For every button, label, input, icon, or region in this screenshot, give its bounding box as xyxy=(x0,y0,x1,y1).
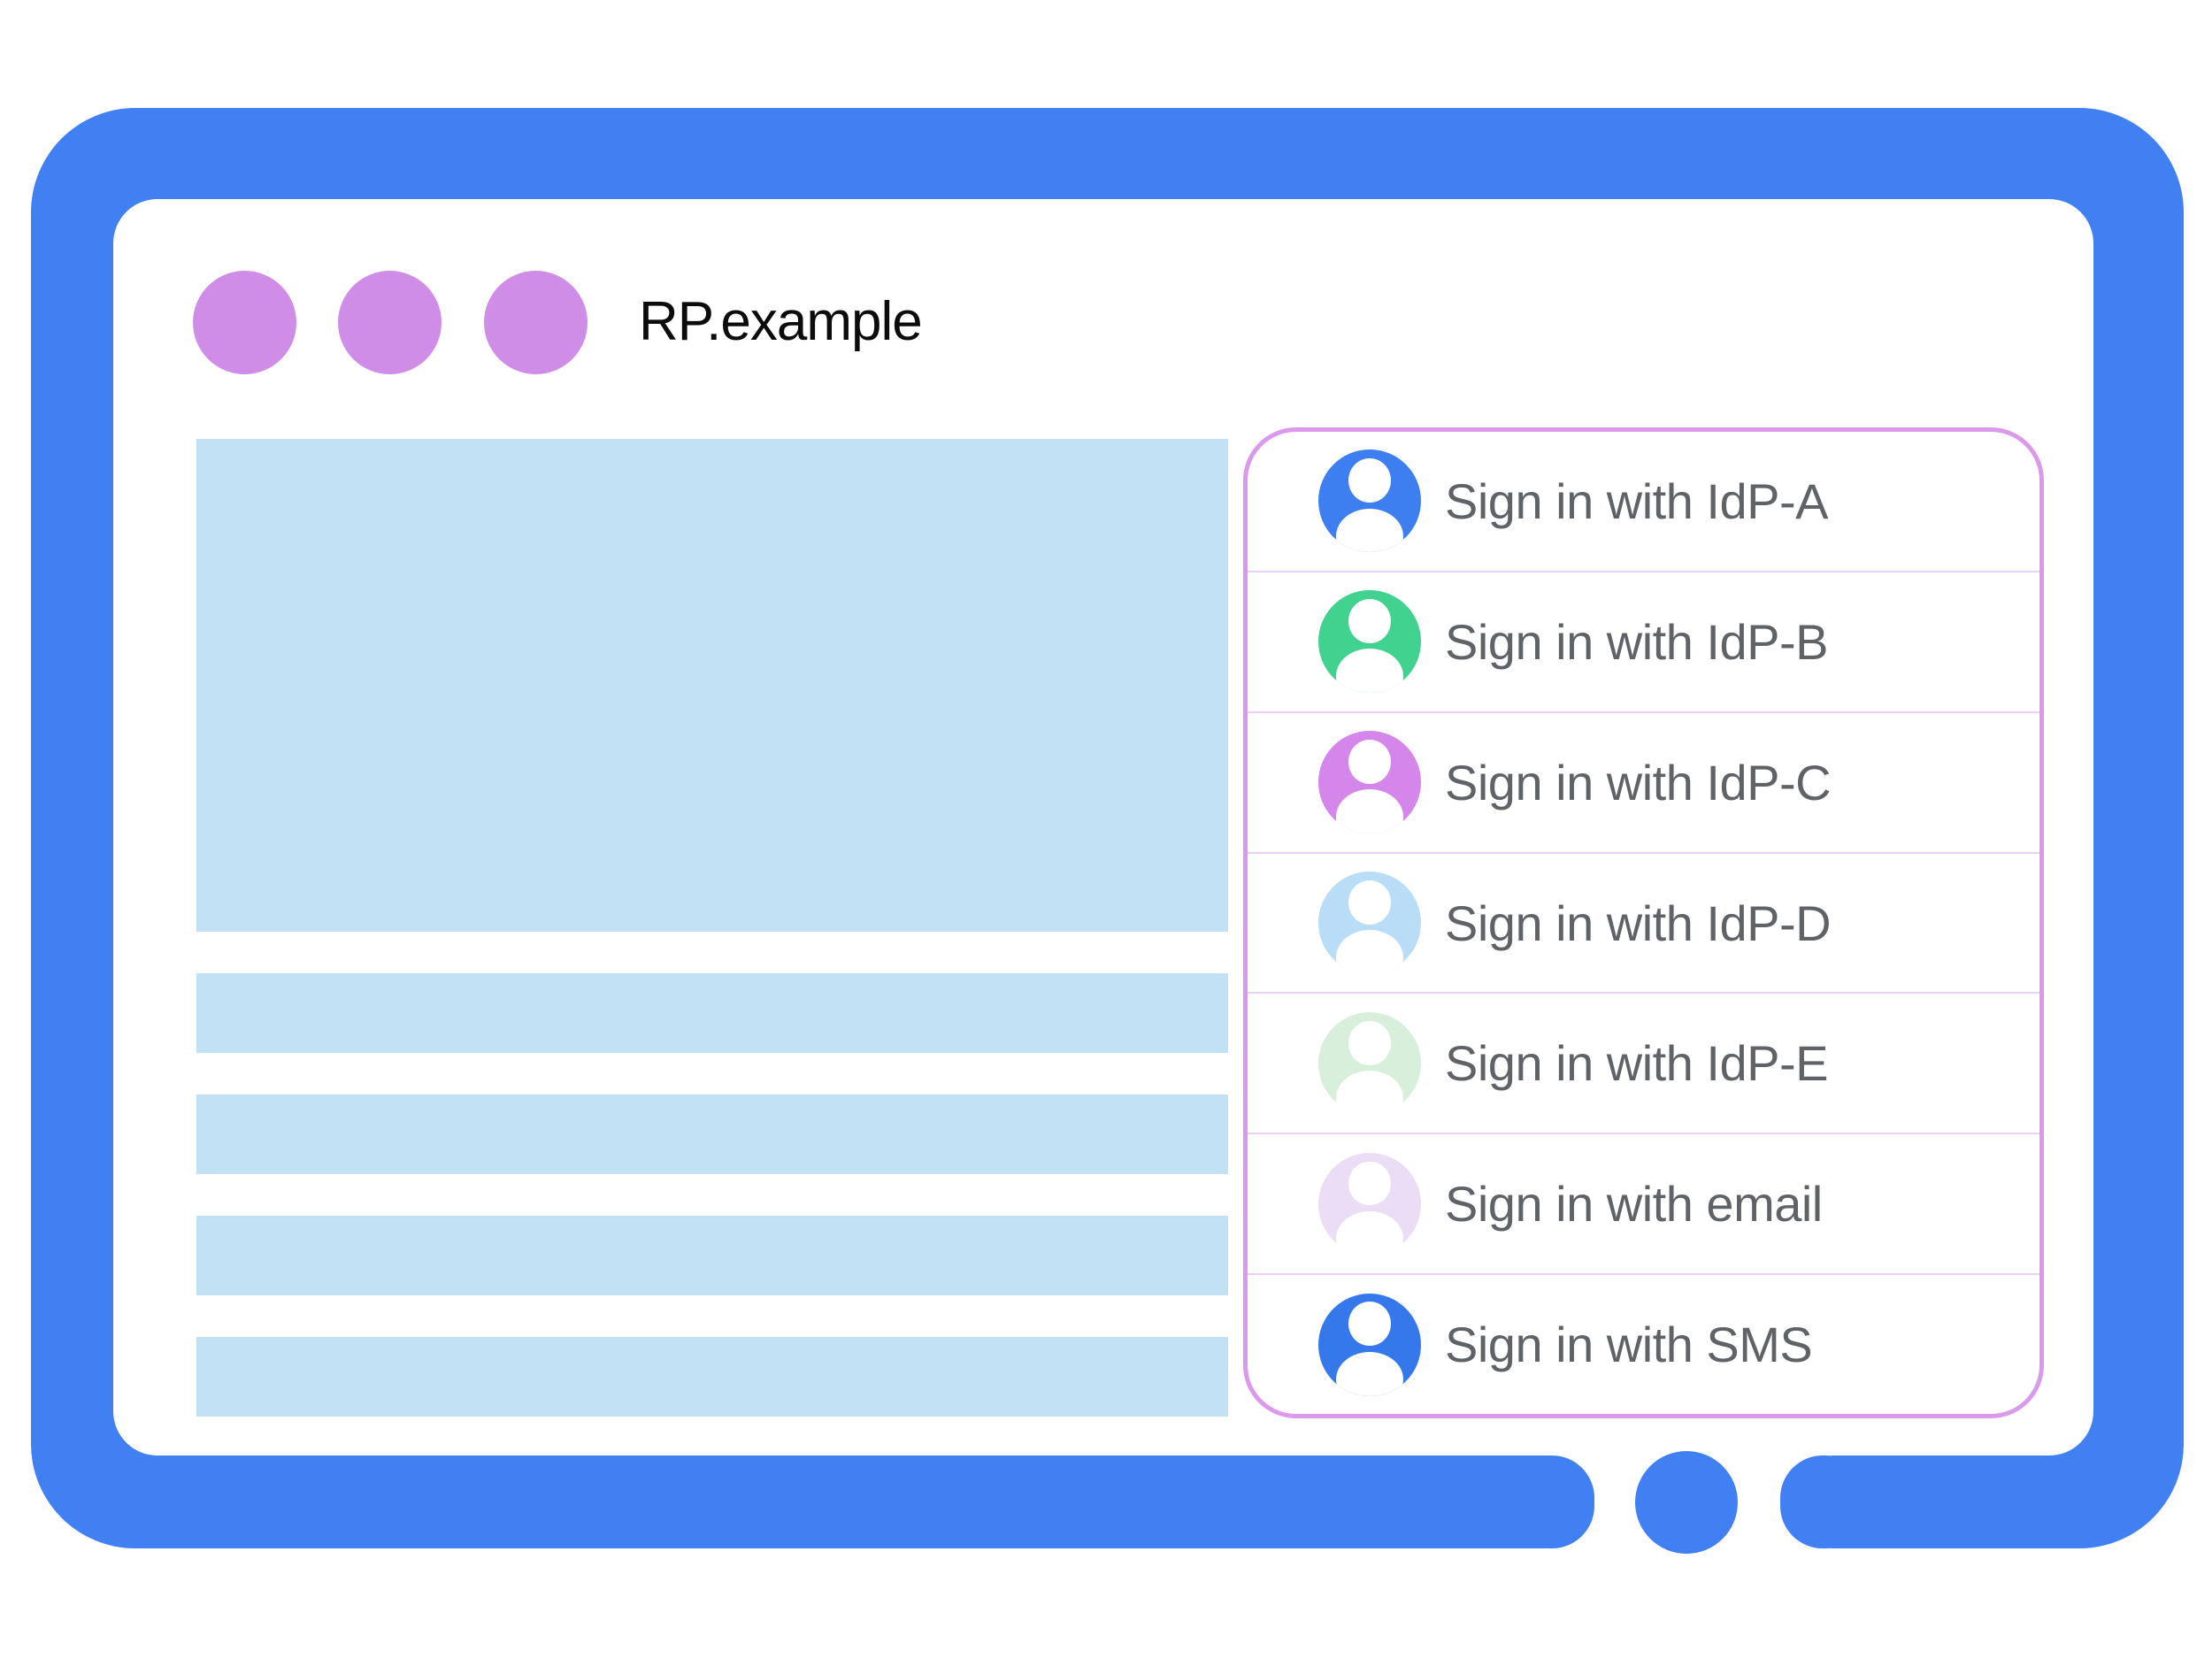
avatar-head xyxy=(1348,1020,1391,1065)
frame-bar-right-cap xyxy=(1780,1455,1869,1548)
avatar-torso xyxy=(1335,1351,1404,1396)
signin-option-label: Sign in with SMS xyxy=(1445,1317,1813,1373)
frame-bar-left-cap xyxy=(1504,1455,1594,1548)
signin-option-idp-b[interactable]: Sign in with IdP-B xyxy=(1248,570,2039,711)
avatar-head xyxy=(1348,1161,1391,1206)
person-avatar-icon xyxy=(1318,449,1421,553)
content-placeholder-line xyxy=(196,973,1228,1053)
avatar-torso xyxy=(1335,649,1404,694)
content-placeholder-line xyxy=(196,1337,1228,1417)
avatar-head xyxy=(1348,458,1391,503)
signin-option-label: Sign in with IdP-D xyxy=(1445,895,1832,951)
person-avatar-icon xyxy=(1318,1152,1421,1256)
person-avatar-icon xyxy=(1318,872,1421,974)
avatar-head xyxy=(1348,740,1391,784)
signin-option-email[interactable]: Sign in with email xyxy=(1248,1133,2039,1273)
avatar-torso xyxy=(1335,789,1404,834)
signin-option-label: Sign in with email xyxy=(1445,1176,1823,1233)
avatar-head xyxy=(1348,879,1391,925)
signin-option-label: Sign in with IdP-E xyxy=(1445,1035,1828,1092)
signin-option-idp-e[interactable]: Sign in with IdP-E xyxy=(1248,992,2039,1133)
avatar-torso xyxy=(1335,508,1404,553)
home-button[interactable] xyxy=(1635,1451,1738,1554)
person-avatar-icon xyxy=(1318,1293,1421,1396)
signin-option-label: Sign in with IdP-C xyxy=(1445,754,1832,810)
content-placeholder-line xyxy=(196,1216,1228,1295)
content-placeholder-hero xyxy=(196,439,1228,932)
avatar-head xyxy=(1348,599,1391,644)
window-control-dot[interactable] xyxy=(193,271,296,374)
avatar-torso xyxy=(1335,930,1404,974)
signin-option-sms[interactable]: Sign in with SMS xyxy=(1248,1273,2039,1414)
signin-chooser-panel: Sign in with IdP-A Sign in with IdP-B Si… xyxy=(1243,427,2044,1418)
person-avatar-icon xyxy=(1318,1011,1421,1115)
signin-option-idp-a[interactable]: Sign in with IdP-A xyxy=(1248,432,2039,571)
window-control-dot[interactable] xyxy=(484,271,588,374)
avatar-torso xyxy=(1335,1070,1404,1115)
avatar-torso xyxy=(1335,1210,1404,1256)
page-title: RP.example xyxy=(639,291,923,352)
person-avatar-icon xyxy=(1318,731,1421,834)
person-avatar-icon xyxy=(1318,590,1421,694)
signin-option-idp-c[interactable]: Sign in with IdP-C xyxy=(1248,710,2039,852)
content-placeholder-line xyxy=(196,1094,1228,1174)
window-control-dot[interactable] xyxy=(338,271,442,374)
avatar-head xyxy=(1348,1302,1391,1347)
signin-option-idp-d[interactable]: Sign in with IdP-D xyxy=(1248,851,2039,993)
signin-option-label: Sign in with IdP-A xyxy=(1445,472,1828,529)
signin-option-label: Sign in with IdP-B xyxy=(1445,613,1828,670)
